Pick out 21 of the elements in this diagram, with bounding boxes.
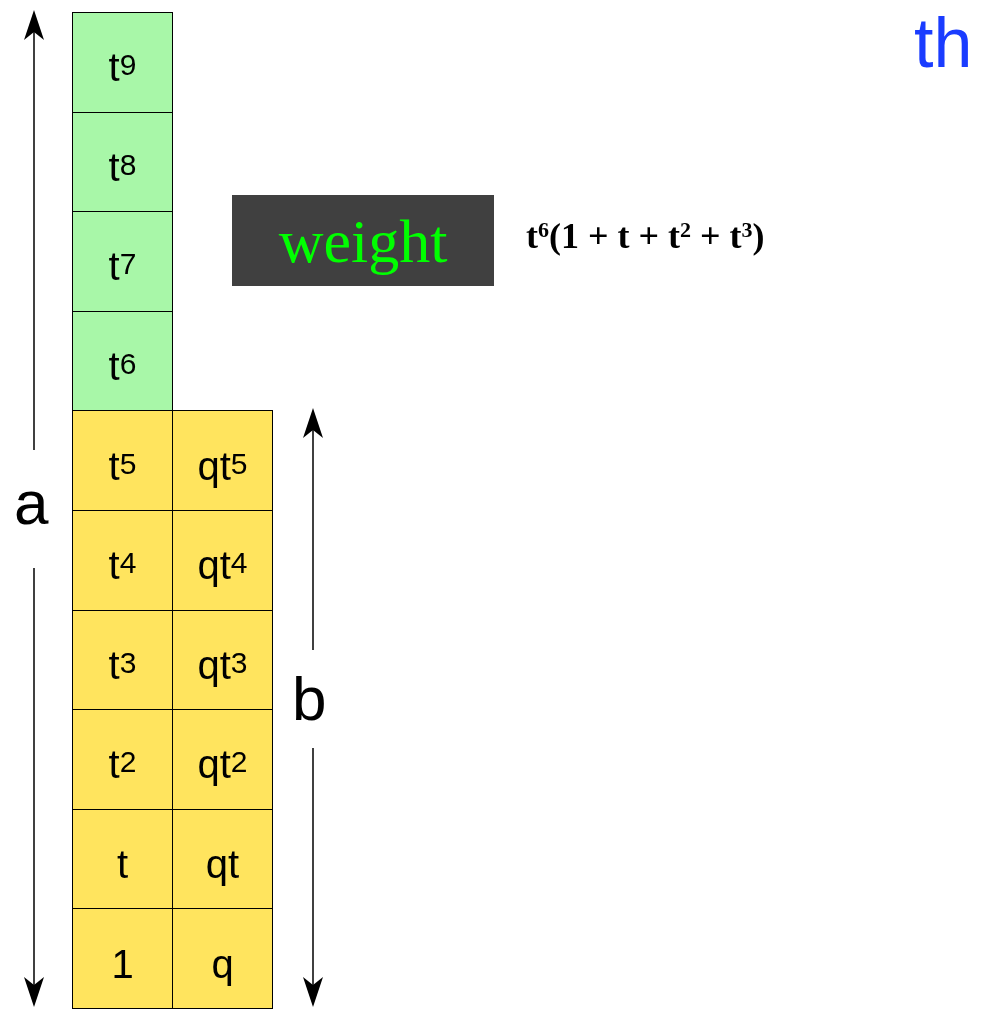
grid-cell: qt$^{4}$ [172, 510, 273, 611]
grid-cell: t$^{3}$ [72, 609, 173, 711]
grid-cell: t$^{5}$ [72, 410, 173, 511]
grid-cell: 1 [72, 908, 173, 1009]
grid-cell: t$^{4}$ [72, 510, 173, 611]
grid-cell: qt$^{2}$ [172, 709, 273, 810]
grid-cell: t$^{2}$ [72, 709, 173, 810]
grid-cell: qt$^{3}$ [172, 609, 273, 711]
grid-cell: t [72, 808, 173, 910]
formula-text: t$^{6}$(1 + t + t$^{2}$ + t$^{3}$) [526, 218, 765, 254]
grid-cell: t$^{7}$ [72, 211, 173, 312]
grid-cell: t$^{9}$ [72, 12, 173, 113]
grid-cell: t$^{6}$ [72, 310, 173, 412]
dimension-label: b [292, 668, 327, 730]
grid-cell: t$^{8}$ [72, 111, 173, 213]
grid-cell: qt$^{5}$ [172, 410, 273, 511]
dimension-label: a [14, 472, 49, 534]
grid-cell: q [172, 908, 273, 1009]
grid-cell: qt [172, 808, 273, 910]
title-text: th [914, 8, 973, 78]
label-box: weight [232, 195, 494, 286]
